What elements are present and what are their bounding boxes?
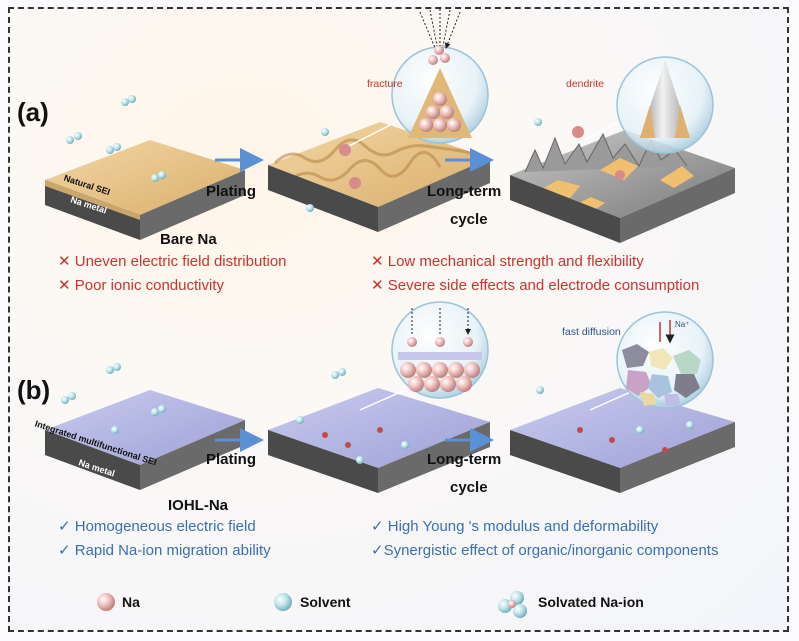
bad-bullet-1: ✕ Uneven electric field distribution bbox=[58, 253, 287, 270]
legend-solvated-icon bbox=[498, 591, 527, 618]
good-bullet-1: ✓ Homogeneous electric field bbox=[58, 518, 256, 535]
fracture-label: fracture bbox=[367, 78, 403, 90]
bad-bullet-4: ✕ Severe side effects and electrode cons… bbox=[371, 277, 700, 294]
good-bullet-3: ✓ High Young 's modulus and deformabilit… bbox=[371, 518, 659, 535]
panel-a-step-plating: Plating bbox=[206, 183, 257, 200]
panel-a-sample: Bare Na bbox=[160, 231, 217, 248]
panel-a-label: (a) bbox=[17, 97, 49, 127]
diffusion-bubble bbox=[589, 311, 714, 411]
fast-diffusion-label: fast diffusion bbox=[562, 326, 621, 338]
legend-na-label: Na bbox=[122, 594, 140, 610]
panel-a-step-cycle: cycle bbox=[450, 211, 488, 228]
bad-bullet-2: ✕ Poor ionic conductivity bbox=[58, 277, 224, 294]
fracture-bubble bbox=[344, 9, 489, 149]
good-bullet-2: ✓ Rapid Na-ion migration ability bbox=[58, 542, 271, 559]
particles-b bbox=[61, 363, 694, 464]
legend-solvated-label: Solvated Na-ion bbox=[538, 594, 644, 610]
panel-b-label: (b) bbox=[17, 375, 51, 405]
panel-b-sample: IOHL-Na bbox=[168, 497, 228, 514]
plating-bubble bbox=[359, 301, 489, 411]
legend-icons bbox=[97, 591, 527, 618]
particles-a bbox=[66, 95, 625, 212]
na-ion-label: Na⁺ bbox=[675, 320, 690, 329]
panel-b-step-plating: Plating bbox=[206, 451, 257, 468]
panel-b-step-longterm: Long-term bbox=[427, 451, 502, 468]
dendrite-bubble bbox=[584, 56, 714, 154]
slab-a3 bbox=[510, 130, 735, 243]
bad-bullet-3: ✕ Low mechanical strength and flexibilit… bbox=[371, 253, 644, 270]
slab-a1 bbox=[45, 140, 245, 240]
legend-solvent-icon bbox=[274, 593, 292, 611]
slab-b1 bbox=[45, 390, 245, 490]
panel-b-step-cycle: cycle bbox=[450, 479, 488, 496]
dendrite-label: dendrite bbox=[566, 78, 604, 90]
panel-a-step-longterm: Long-term bbox=[427, 183, 502, 200]
legend-solvent-label: Solvent bbox=[300, 594, 351, 610]
slab-b3 bbox=[510, 388, 735, 493]
good-bullet-4: ✓Synergistic effect of organic/inorganic… bbox=[371, 542, 719, 559]
legend-na-icon bbox=[97, 593, 115, 611]
